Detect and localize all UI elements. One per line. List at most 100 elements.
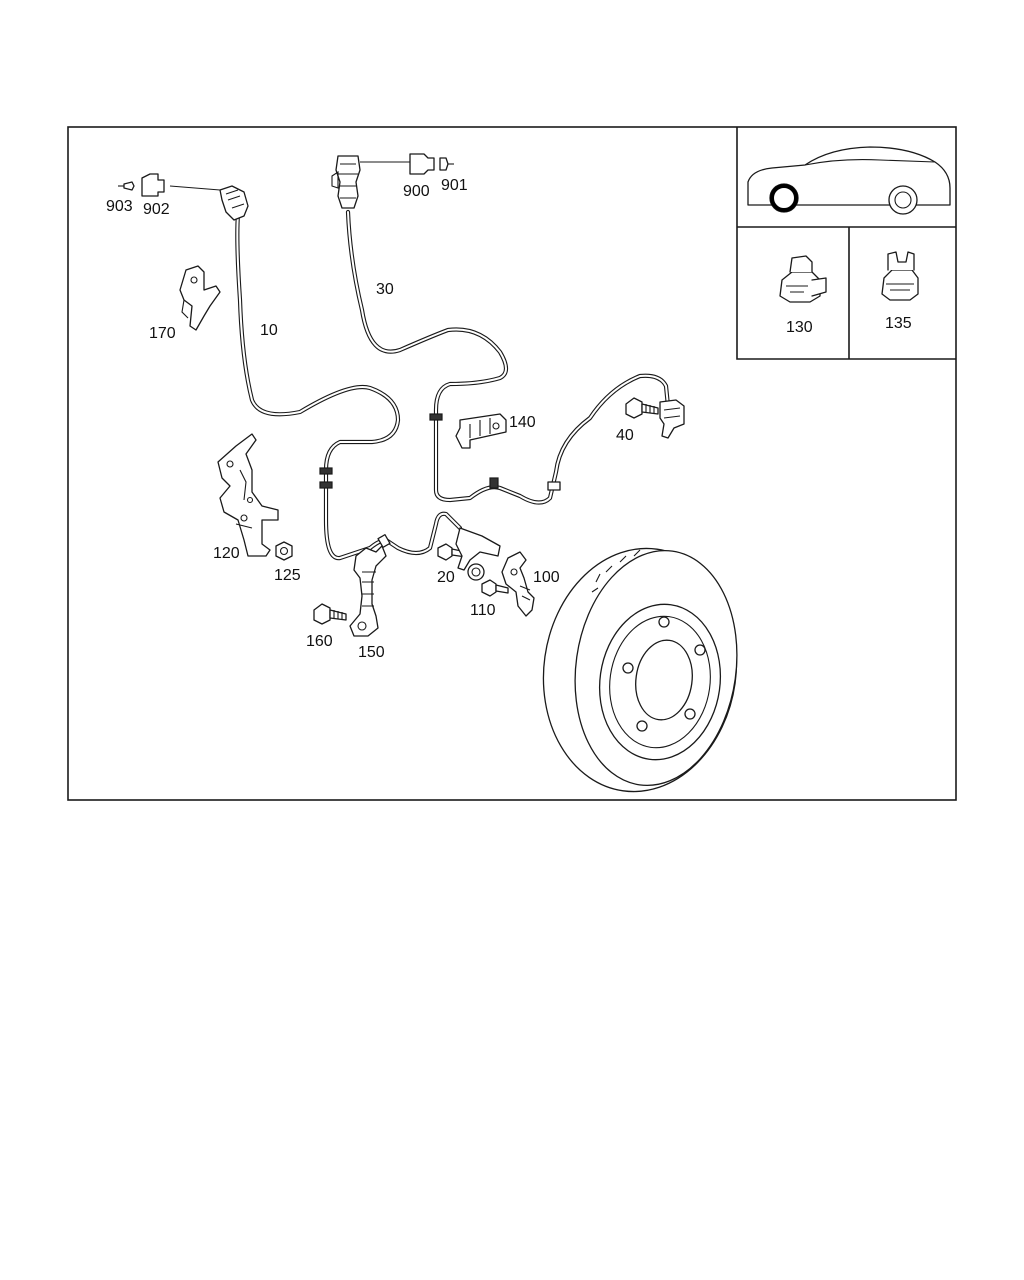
cable-30-grommet xyxy=(489,477,499,489)
bolt-110-shank xyxy=(495,584,509,594)
callout-160: 160 xyxy=(306,633,333,650)
bolt-110 xyxy=(481,579,509,597)
brake-disc-vent-marks xyxy=(591,549,641,593)
callout-135: 135 xyxy=(885,315,912,332)
sensor-100-hole xyxy=(510,568,518,576)
callout-40: 40 xyxy=(616,427,634,444)
bracket-120-edge xyxy=(235,469,253,529)
connector-30-clip xyxy=(331,170,339,189)
connector-10-body xyxy=(219,185,249,221)
clip-130-illustration xyxy=(779,255,827,303)
nut-125 xyxy=(275,541,293,561)
front-wheel-highlight xyxy=(770,184,798,212)
holder-150-eye xyxy=(357,621,367,631)
cable-30-core xyxy=(347,211,669,504)
cap-901 xyxy=(439,157,449,171)
rear-sensor-body xyxy=(659,399,685,439)
front-sensor-body xyxy=(455,527,501,571)
cable-10-grommet xyxy=(377,534,391,548)
connector-902 xyxy=(118,173,165,197)
bracket-170-hole xyxy=(190,276,198,284)
callout-903: 903 xyxy=(106,198,133,215)
nut-125-body xyxy=(275,541,293,561)
clip-130-side xyxy=(811,277,827,297)
holder-150-ribs xyxy=(362,571,376,607)
front-sensor-ring xyxy=(467,563,485,581)
bolt-160 xyxy=(313,603,347,625)
bracket-170-flange xyxy=(181,299,189,319)
brake-disc-hat-inner xyxy=(609,615,711,749)
clip-135-illustration xyxy=(881,251,919,301)
callout-901: 901 xyxy=(441,177,468,194)
cable-30-outline xyxy=(345,209,671,505)
front-sensor-head xyxy=(455,527,501,581)
car-window-line xyxy=(804,159,936,166)
rear-sensor-head xyxy=(659,399,685,439)
brake-disc xyxy=(542,547,738,793)
rear-sensor-ribs xyxy=(663,407,681,419)
brake-disc-bore xyxy=(635,639,693,721)
bracket-120-hole xyxy=(226,460,234,468)
bracket-120-hole xyxy=(246,496,254,504)
holder-150-body xyxy=(349,545,387,637)
screw-20-head xyxy=(437,543,453,561)
clip-135-body xyxy=(881,269,919,301)
rear-wheel-hub xyxy=(894,191,912,209)
bracket-120-body xyxy=(217,433,279,557)
brake-disc-bolt-hole xyxy=(636,720,648,732)
cable-10-grommet xyxy=(319,467,333,475)
bracket-170-body xyxy=(179,265,221,331)
cable-10-outline xyxy=(235,211,463,561)
sensor-100 xyxy=(501,551,535,617)
bolt-160-thread xyxy=(333,610,343,620)
connector-900 xyxy=(409,153,454,175)
vehicle-location-icon xyxy=(747,146,951,215)
brake-disc-bolt-hole xyxy=(694,644,706,656)
bracket-140 xyxy=(455,413,507,449)
callout-120: 120 xyxy=(213,545,240,562)
bracket-170 xyxy=(179,265,221,331)
connector-30 xyxy=(331,155,410,209)
callout-100: 100 xyxy=(533,569,560,586)
bolt-40-head xyxy=(625,397,643,419)
callout-30: 30 xyxy=(376,281,394,298)
nut-125-bore xyxy=(279,546,289,556)
bracket-140-hole xyxy=(492,422,500,430)
brake-disc-bolt-hole xyxy=(684,708,696,720)
callout-130: 130 xyxy=(786,319,813,336)
bolt-40 xyxy=(625,397,659,419)
connector-900-body xyxy=(409,153,435,175)
connector-10-lead xyxy=(169,185,221,191)
callout-140: 140 xyxy=(509,414,536,431)
holder-150 xyxy=(349,545,387,637)
clip-130-top xyxy=(789,255,813,273)
clip-135-detail xyxy=(886,283,914,291)
bracket-140-body xyxy=(455,413,507,449)
callout-900: 900 xyxy=(403,183,430,200)
connector-30-ribs xyxy=(338,163,358,199)
bracket-140-ribs xyxy=(469,418,491,438)
bracket-120-hole xyxy=(240,514,248,522)
connector-30-body xyxy=(335,155,361,209)
callout-110: 110 xyxy=(470,602,496,619)
cap-903 xyxy=(123,181,135,191)
brake-disc-bolt-hole xyxy=(658,616,670,628)
clip-130-detail xyxy=(786,285,808,293)
inset-border xyxy=(736,127,956,360)
cable-30 xyxy=(345,209,671,505)
bolt-160-head xyxy=(313,603,331,625)
callout-902: 902 xyxy=(143,201,170,218)
cable-30-grommet xyxy=(429,413,443,421)
cable-10-core xyxy=(236,213,461,560)
sensor-100-body xyxy=(501,551,535,617)
callout-125: 125 xyxy=(274,567,301,584)
connector-10 xyxy=(169,185,249,221)
rear-wheel-icon xyxy=(888,185,918,215)
sensor-100-tab xyxy=(519,585,531,601)
bracket-120 xyxy=(217,433,279,557)
connector-10-ribs xyxy=(225,189,245,209)
callout-150: 150 xyxy=(358,644,385,661)
bolt-40-thread xyxy=(645,404,655,414)
clip-135-top xyxy=(887,251,915,271)
